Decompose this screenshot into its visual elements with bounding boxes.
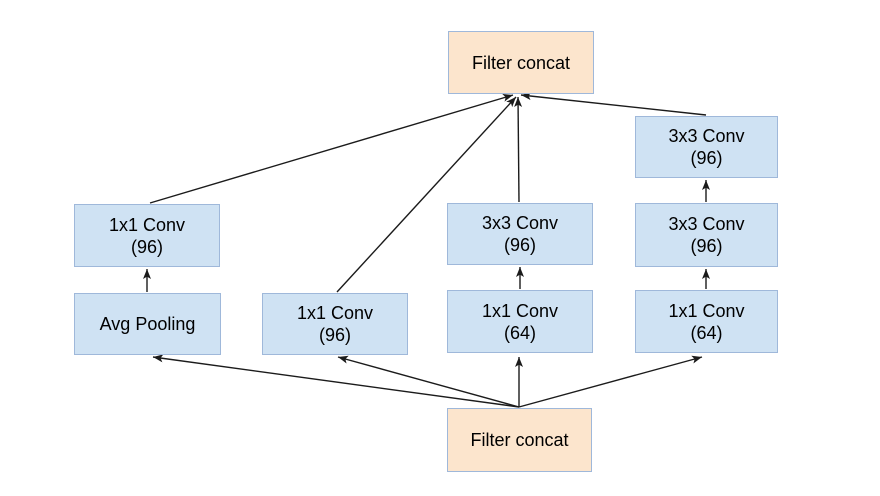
- node-conv-1x1-96-branch2: 1x1 Conv(96): [262, 293, 408, 355]
- node-label: 1x1 Conv: [481, 300, 559, 321]
- edge-branch1-to-top-concat: [149, 94, 514, 204]
- node-sublabel: (96): [690, 148, 723, 168]
- node-sublabel: (96): [690, 236, 723, 256]
- node-conv-1x1-64-branch4: 1x1 Conv(64): [635, 290, 778, 353]
- edge-bottom-concat-to-branch2-conv: [337, 355, 520, 408]
- edge-bottom-concat-to-branch4-conv: [518, 355, 703, 408]
- node-label: 1x1 Conv: [296, 303, 374, 323]
- edge-bottom-concat-to-avg-pooling: [152, 354, 520, 408]
- node-label: 3x3 Conv: [481, 213, 559, 233]
- node-label: Avg Pooling: [99, 314, 196, 334]
- node-label: 3x3 Conv: [668, 126, 745, 146]
- node-label: Filter concat: [471, 52, 571, 73]
- node-label: 1x1 Conv: [108, 214, 186, 235]
- node-sublabel: (96): [318, 325, 351, 345]
- node-conv-3x3-96-branch4-upper: 3x3 Conv(96): [635, 116, 778, 178]
- node-conv-1x1-96-branch1: 1x1 Conv(96): [74, 204, 220, 267]
- node-label: Filter concat: [470, 430, 569, 450]
- node-label: 1x1 Conv: [668, 300, 745, 321]
- node-filter-concat-top: Filter concat: [448, 31, 594, 94]
- node-avg-pooling-branch1: Avg Pooling: [74, 293, 221, 355]
- node-conv-3x3-96-branch3: 3x3 Conv(96): [447, 203, 593, 265]
- node-label: 3x3 Conv: [668, 214, 745, 234]
- edge-branch2-to-top-concat: [336, 96, 517, 293]
- node-conv-3x3-96-branch4-lower: 3x3 Conv(96): [635, 203, 778, 267]
- edge-branch3-to-top-concat: [514, 96, 523, 203]
- edge-branch4-to-top-concat: [520, 92, 707, 116]
- node-sublabel: (96): [503, 235, 536, 255]
- node-sublabel: (64): [503, 322, 536, 343]
- node-sublabel: (96): [130, 236, 163, 257]
- node-filter-concat-bottom: Filter concat: [447, 408, 592, 472]
- node-sublabel: (64): [690, 322, 723, 343]
- node-conv-1x1-64-branch3: 1x1 Conv(64): [447, 290, 593, 353]
